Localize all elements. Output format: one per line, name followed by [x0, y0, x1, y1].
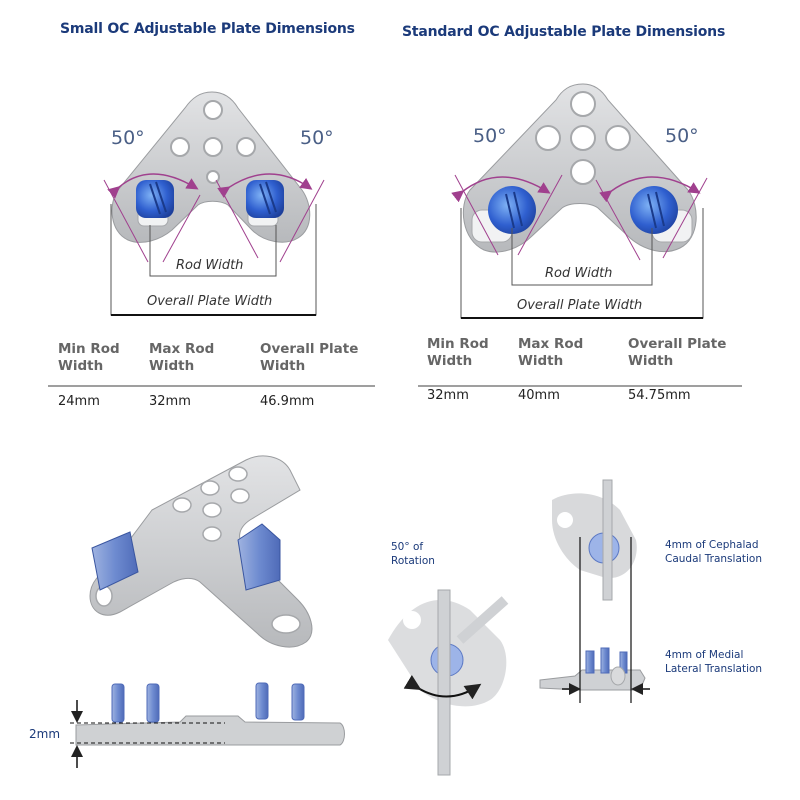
medial-translation-label: 4mm of Medial Lateral Translation: [665, 649, 763, 675]
standard-plate-title: Standard OC Adjustable Plate Dimensions: [402, 24, 726, 40]
small-angle-right: 50°: [300, 127, 334, 149]
thickness-label: 2mm: [29, 727, 61, 741]
rotation-label: 50° of Rotation: [391, 541, 435, 567]
small-plate-title: Small OC Adjustable Plate Dimensions: [60, 21, 355, 37]
small-angle-left: 50°: [111, 127, 145, 149]
cephalad-translation-label: 4mm of Cephalad Caudal Translation: [665, 539, 762, 565]
table-cell: 32mm: [149, 394, 191, 409]
screw-icon: [488, 186, 536, 234]
small-overall-width-label: Overall Plate Width: [147, 294, 273, 309]
table-header: Min Rod Width: [58, 341, 120, 374]
screw-icon: [630, 186, 678, 234]
table-cell: 40mm: [518, 388, 560, 403]
translation-detail-drawing: [539, 479, 650, 703]
side-profile-drawing: [70, 682, 345, 768]
table-header: Max Rod Width: [149, 341, 215, 374]
standard-plate-drawing: [451, 83, 708, 319]
rotation-detail-drawing: [388, 589, 509, 776]
small-plate-drawing: [103, 91, 325, 316]
standard-overall-width-label: Overall Plate Width: [517, 298, 643, 313]
isometric-plate-drawing: [89, 455, 313, 648]
table-cell: 46.9mm: [260, 394, 315, 409]
standard-angle-left: 50°: [473, 125, 507, 147]
standard-angle-right: 50°: [665, 125, 699, 147]
standard-rod-width-label: Rod Width: [545, 266, 613, 281]
table-header: Max Rod Width: [518, 336, 584, 369]
table-cell: 24mm: [58, 394, 100, 409]
table-cell: 54.75mm: [628, 388, 691, 403]
table-cell: 32mm: [427, 388, 469, 403]
small-rod-width-label: Rod Width: [176, 258, 244, 273]
table-header: Overall Plate Width: [260, 341, 359, 374]
table-header: Overall Plate Width: [628, 336, 727, 369]
table-header: Min Rod Width: [427, 336, 489, 369]
